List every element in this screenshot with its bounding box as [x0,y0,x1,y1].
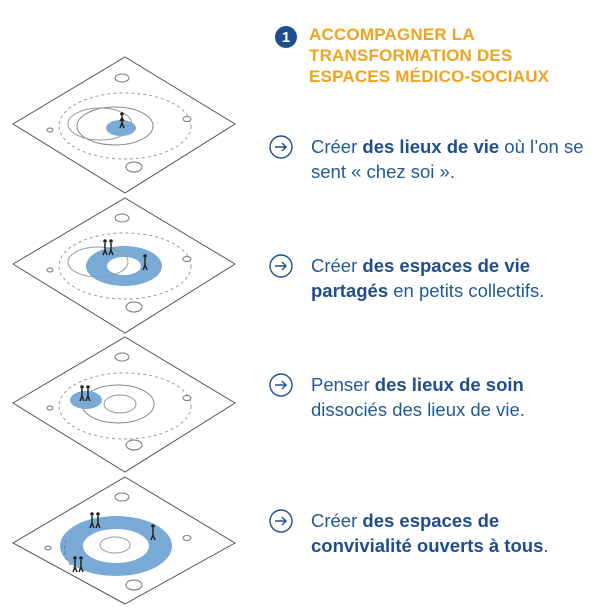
walking-person-icon [142,254,148,271]
building-marker [182,535,192,541]
convivial-ring-hole [83,529,149,563]
building-marker [114,492,130,502]
outer-dashed-ring [58,232,192,300]
walking-person-icon [72,556,84,573]
building-marker [182,256,192,262]
section-title-line: ESPACES MÉDICO-SOCIAUX [309,67,550,86]
walking-person-icon [79,385,91,402]
diagram-lieux-de-soin [12,336,236,473]
building-marker [125,161,143,173]
diagram-espaces-partages [12,197,236,334]
building-marker [114,213,130,223]
building-marker [125,301,143,313]
inner-ring [67,246,129,278]
plan-square [12,336,236,473]
circled-arrow-right-icon [269,509,293,533]
diagrams-column [11,56,237,605]
walking-person-icon [150,524,156,541]
building-marker [44,545,52,551]
diagram-lieux-de-vie [12,56,236,194]
item-text: Créer des lieux de vie où l’on se sent «… [311,136,584,182]
building-marker [114,352,130,362]
diagram-espaces-convivialite [11,476,237,605]
building-marker [125,579,143,591]
middle-ring [76,106,154,146]
inner-ring [103,394,137,414]
shared-ring-hole [107,257,141,275]
section-title: ACCOMPAGNER LA TRANSFORMATION DES ESPACE… [309,24,599,87]
building-marker [46,127,54,133]
building-marker [114,73,130,83]
item-text: Créer des espaces de convivialité ouvert… [311,510,549,556]
building-marker [125,439,143,451]
section-title-line: TRANSFORMATION DES [309,46,513,65]
building-marker [182,395,192,401]
inner-ring [99,536,131,554]
circled-arrow-right-icon [269,373,293,397]
circled-arrow-right-icon [269,135,293,159]
section-title-line: ACCOMPAGNER LA [309,25,475,44]
building-marker [182,116,192,122]
outer-dashed-ring [58,372,192,440]
home-space [106,120,136,136]
item-text: Créer des espaces de vie partagés en pet… [311,255,545,301]
item-text: Penser des lieux de soin dissociés des l… [311,374,525,420]
section-number-badge: 1 [275,26,297,48]
walking-person-icon [119,112,125,129]
walking-person-icon [89,512,101,529]
building-marker [46,267,54,273]
walking-person-icon [102,239,114,256]
circled-arrow-right-icon [269,254,293,278]
building-marker [46,405,54,411]
outer-dashed-ring [58,92,192,160]
